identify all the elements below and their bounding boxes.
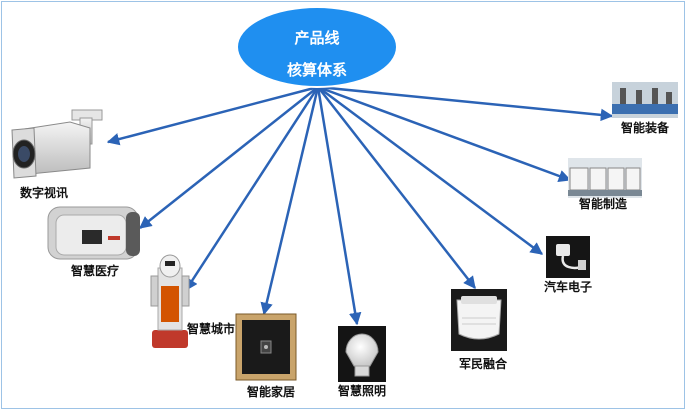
security-camera-photo: [11, 109, 103, 179]
center-title-line2: 核算体系: [286, 61, 347, 79]
robot-photo: [150, 254, 190, 348]
arrow-to-medical: [139, 86, 319, 229]
center-node: [236, 6, 398, 88]
led-bulb-photo: [338, 326, 386, 382]
automotive-cable-photo: [546, 236, 590, 278]
label-lighting: 智慧照明: [338, 384, 387, 398]
center-ellipse: [236, 6, 398, 88]
label-equip: 智能装备: [621, 121, 670, 135]
label-military: 军民融合: [459, 357, 508, 371]
arrow-to-city: [184, 86, 320, 292]
arrow-to-lighting: [316, 86, 362, 326]
label-auto: 汽车电子: [544, 280, 593, 294]
arrow-to-equip: [317, 85, 614, 122]
center-title-line1: 产品线: [294, 29, 340, 47]
factory-line-photo: [568, 158, 642, 198]
arrows-layer: [106, 85, 614, 326]
label-mfg: 智能制造: [579, 197, 628, 211]
arrow-to-auto: [317, 85, 544, 256]
arrow-to-military: [317, 86, 476, 289]
arrow-to-home: [260, 86, 320, 316]
label-camera: 数字视讯: [20, 186, 69, 200]
label-home: 智能家居: [247, 385, 296, 399]
smart-panel-photo: [235, 313, 297, 381]
label-medical: 智慧医疗: [71, 264, 120, 278]
arrow-to-mfg: [317, 85, 572, 182]
smoke-detector-photo: [451, 289, 507, 351]
arrow-to-camera: [106, 85, 319, 146]
assembly-line-photo: [612, 82, 678, 118]
medical-device-photo: [47, 206, 140, 260]
label-city: 智慧城市: [187, 322, 236, 336]
